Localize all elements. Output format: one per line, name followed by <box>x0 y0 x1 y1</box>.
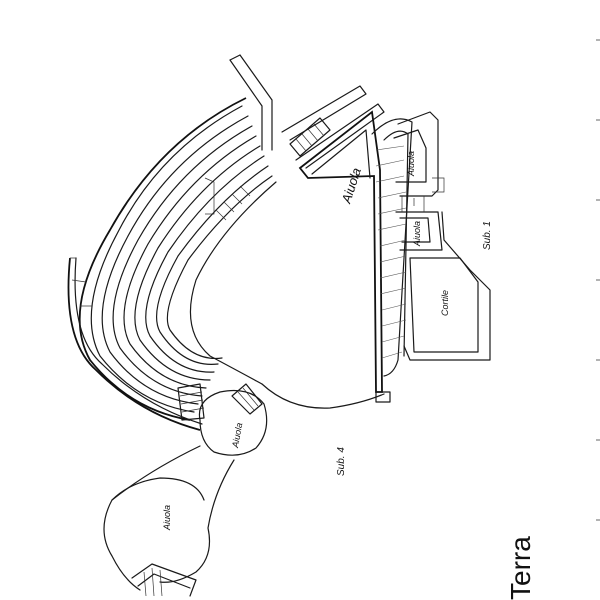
label-aiuola-small: Aiuola <box>230 422 244 449</box>
aiuola-blob-large <box>103 445 235 591</box>
inner-walkway <box>189 181 385 409</box>
floor-title: Terra <box>505 536 536 600</box>
floor-title-wrap: Terra <box>505 536 536 600</box>
bottom-stair <box>131 563 197 597</box>
hatched-band <box>371 118 413 377</box>
lower-stairs <box>177 383 263 421</box>
aiuola-strip <box>298 110 391 403</box>
top-stair <box>289 117 331 157</box>
label-sub4: Sub. 4 <box>336 447 347 476</box>
label-aiuola-room-mid: Aiuola <box>412 221 422 247</box>
label-cortile: Cortile <box>440 290 450 316</box>
label-aiuola-room-top: Aiuola <box>406 151 416 177</box>
amphitheater-steps <box>78 97 273 421</box>
label-aiuola-strip: Aiuola <box>338 166 364 206</box>
right-corridor <box>281 85 385 169</box>
sheet-edge-ticks <box>596 39 600 521</box>
outer-curved-wall <box>67 257 203 431</box>
aiuola-blob-small <box>198 389 268 456</box>
top-corridor <box>229 54 273 151</box>
right-building <box>393 111 491 361</box>
label-aiuola-large: Aiuola <box>162 505 172 531</box>
label-sub1: Sub. 1 <box>482 221 493 250</box>
